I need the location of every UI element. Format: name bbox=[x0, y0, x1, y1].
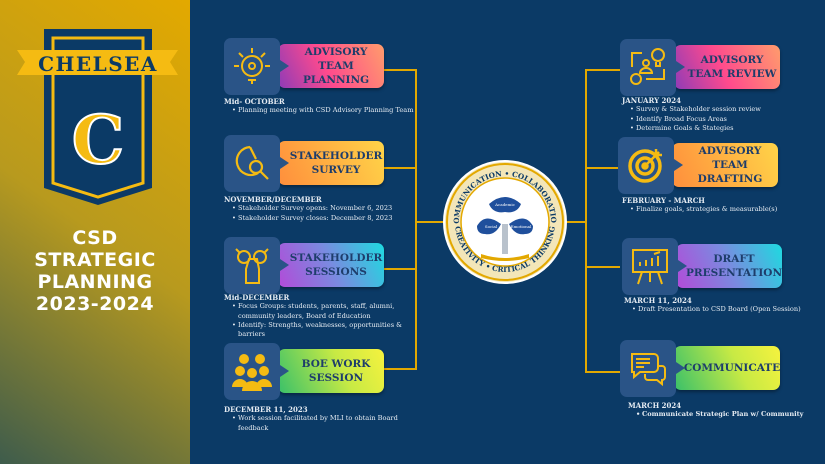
step-advisory-team-review: ADVISORY TEAM REVIEW bbox=[620, 39, 780, 97]
step-details: MARCH 2024 Communicate Strategic Plan w/… bbox=[628, 401, 823, 420]
step-bullet: Finalize goals, strategies & measurable(… bbox=[630, 205, 817, 215]
step-date: DECEMBER 11, 2023 bbox=[224, 405, 308, 414]
step-bullet: Identify Broad Focus Areas bbox=[630, 115, 817, 125]
step-stakeholder-survey: STAKEHOLDER SURVEY bbox=[224, 135, 384, 193]
step-bullet: Stakeholder Survey closes: December 8, 2… bbox=[232, 214, 419, 224]
step-advisory-team-planning: ADVISORY TEAM PLANNING bbox=[224, 38, 384, 96]
step-bullet: Communicate Strategic Plan w/ Community bbox=[636, 410, 823, 420]
step-date: FEBRUARY - MARCH bbox=[622, 196, 705, 205]
step-date: NOVEMBER/DECEMBER bbox=[224, 195, 322, 204]
step-date: MARCH 11, 2024 bbox=[624, 296, 692, 305]
step-date: Mid-DECEMBER bbox=[224, 293, 290, 302]
step-label: ADVISORY TEAM REVIEW bbox=[673, 45, 780, 89]
connector bbox=[415, 221, 445, 223]
leaf-label: Emotional bbox=[511, 224, 532, 229]
connector bbox=[585, 167, 620, 169]
title-line: STRATEGIC bbox=[34, 249, 156, 271]
step-details: NOVEMBER/DECEMBER Stakeholder Survey ope… bbox=[224, 195, 419, 223]
target-icon bbox=[618, 137, 674, 194]
step-bullet: Determine Goals & Stategies bbox=[630, 124, 817, 134]
gear-lightbulb-icon bbox=[224, 38, 280, 95]
step-draft-presentation: DRAFT PRESENTATION bbox=[622, 238, 782, 296]
step-label: ADVISORY TEAM PLANNING bbox=[277, 44, 384, 88]
brand-letter: C bbox=[72, 101, 125, 179]
title-line: CSD bbox=[72, 227, 118, 249]
connector bbox=[384, 167, 416, 169]
connector bbox=[585, 69, 587, 373]
step-details: DECEMBER 11, 2023 Work session facilitat… bbox=[224, 405, 419, 433]
group-people-icon bbox=[224, 343, 280, 400]
pie-chart-magnifier-icon bbox=[224, 135, 280, 192]
step-label: COMMUNICATE bbox=[673, 346, 780, 390]
step-details: Mid-DECEMBER Focus Groups: students, par… bbox=[224, 293, 419, 339]
step-details: Mid- OCTOBER Planning meeting with CSD A… bbox=[224, 97, 419, 116]
step-boe-work-session: BOE WORK SESSION bbox=[224, 343, 384, 401]
step-label: STAKEHOLDER SESSIONS bbox=[277, 243, 384, 287]
step-bullet: Planning meeting with CSD Advisory Plann… bbox=[232, 106, 419, 116]
connector bbox=[566, 221, 586, 223]
step-label: STAKEHOLDER SURVEY bbox=[277, 141, 384, 185]
step-stakeholder-sessions: STAKEHOLDER SESSIONS bbox=[224, 237, 384, 295]
leaf-label: Academic bbox=[494, 202, 516, 207]
step-date: MARCH 2024 bbox=[628, 401, 682, 410]
connector bbox=[384, 69, 416, 71]
step-bullet: Draft Presentation to CSD Board (Open Se… bbox=[632, 305, 819, 315]
step-label: DRAFT PRESENTATION bbox=[675, 244, 782, 288]
presentation-board-icon bbox=[622, 238, 678, 295]
title-line: PLANNING bbox=[37, 271, 153, 293]
connector bbox=[384, 268, 416, 270]
connector bbox=[384, 368, 416, 370]
step-label: ADVISORY TEAM DRAFTING bbox=[671, 143, 778, 187]
brand-name: CHELSEA bbox=[38, 52, 158, 76]
center-emblem: COMMUNICATION • COLLABORATION CREATIVITY… bbox=[442, 155, 567, 284]
chelsea-banner-logo: CHELSEA C bbox=[17, 29, 178, 205]
step-label: BOE WORK SESSION bbox=[277, 349, 384, 393]
step-details: JANUARY 2024 Survey & Stakeholder sessio… bbox=[622, 96, 817, 133]
step-bullet: Survey & Stakeholder session review bbox=[630, 105, 817, 115]
step-communicate: COMMUNICATE bbox=[620, 340, 780, 398]
connector bbox=[585, 371, 620, 373]
title-line: 2023-2024 bbox=[35, 293, 155, 315]
step-advisory-team-drafting: ADVISORY TEAM DRAFTING bbox=[618, 137, 778, 195]
leaf-label: Social bbox=[485, 224, 498, 229]
step-details: FEBRUARY - MARCH Finalize goals, strateg… bbox=[622, 196, 817, 215]
idea-process-icon bbox=[620, 39, 676, 96]
step-bullet: Identify: Strengths, weaknesses, opportu… bbox=[232, 321, 419, 340]
step-date: Mid- OCTOBER bbox=[224, 97, 285, 106]
step-details: MARCH 11, 2024 Draft Presentation to CSD… bbox=[624, 296, 819, 315]
left-panel: CHELSEA C CSD STRATEGIC PLANNING 2023-20… bbox=[0, 0, 190, 464]
connector bbox=[585, 266, 620, 268]
chat-bubbles-icon bbox=[620, 340, 676, 397]
step-bullet: Stakeholder Survey opens: November 6, 20… bbox=[232, 204, 419, 214]
hands-together-icon bbox=[224, 237, 280, 294]
step-date: JANUARY 2024 bbox=[622, 96, 681, 105]
connector bbox=[585, 69, 620, 71]
step-bullet: Focus Groups: students, parents, staff, … bbox=[232, 302, 419, 321]
step-bullet: Work session facilitated by MLI to obtai… bbox=[232, 414, 419, 433]
